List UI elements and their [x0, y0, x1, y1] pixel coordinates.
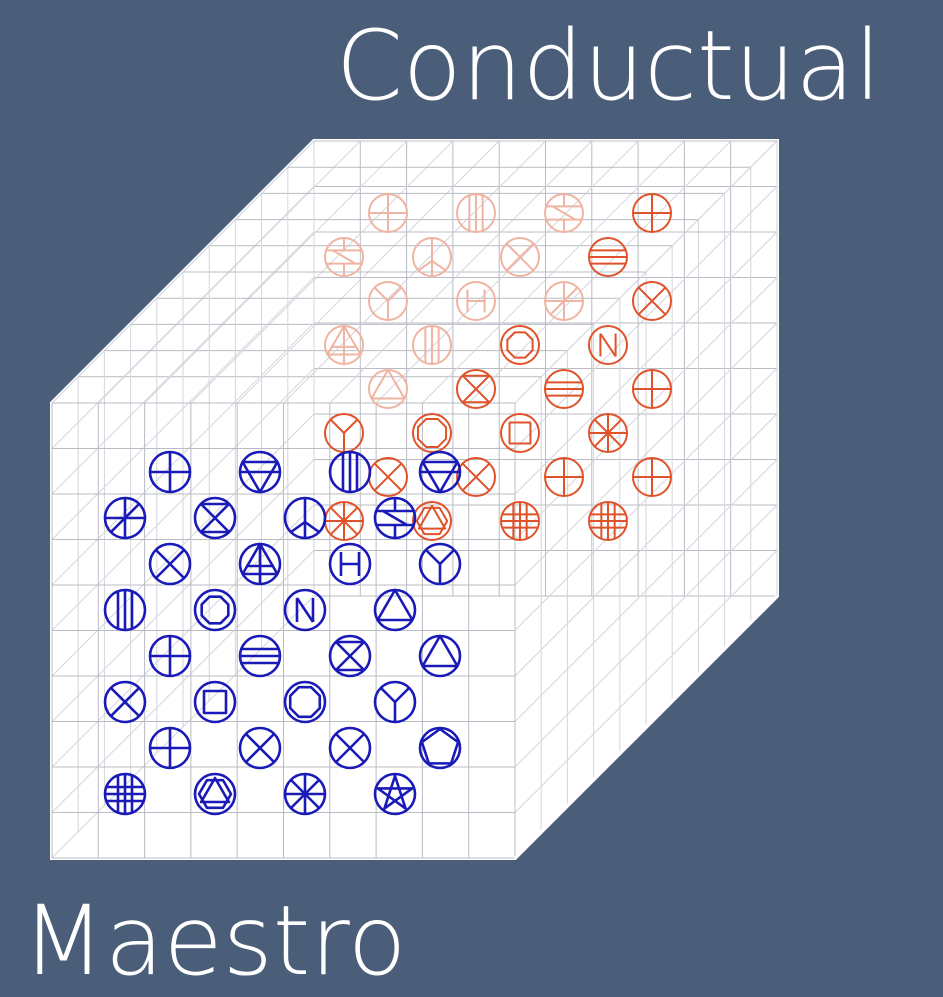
cross-symbol-icon — [633, 370, 671, 408]
cross-diag-symbol-icon — [105, 498, 145, 538]
asterisk-symbol-icon — [325, 502, 363, 540]
grid-symbol-icon — [589, 502, 627, 540]
cross-symbol-icon — [633, 194, 671, 232]
grid-symbol-icon — [105, 774, 145, 814]
grid-symbol-icon — [501, 502, 539, 540]
cross-symbol-icon — [369, 194, 407, 232]
conductual-label: Conductual — [336, 18, 881, 114]
cross-symbol-icon — [150, 728, 190, 768]
asterisk-symbol-icon — [285, 774, 325, 814]
cross-symbol-icon — [150, 636, 190, 676]
maestro-label: Maestro — [22, 893, 406, 989]
cross-diag-symbol-icon — [545, 282, 583, 320]
asterisk-symbol-icon — [589, 414, 627, 452]
cross-symbol-icon — [150, 452, 190, 492]
cross-symbol-icon — [633, 458, 671, 496]
cross-symbol-icon — [545, 458, 583, 496]
